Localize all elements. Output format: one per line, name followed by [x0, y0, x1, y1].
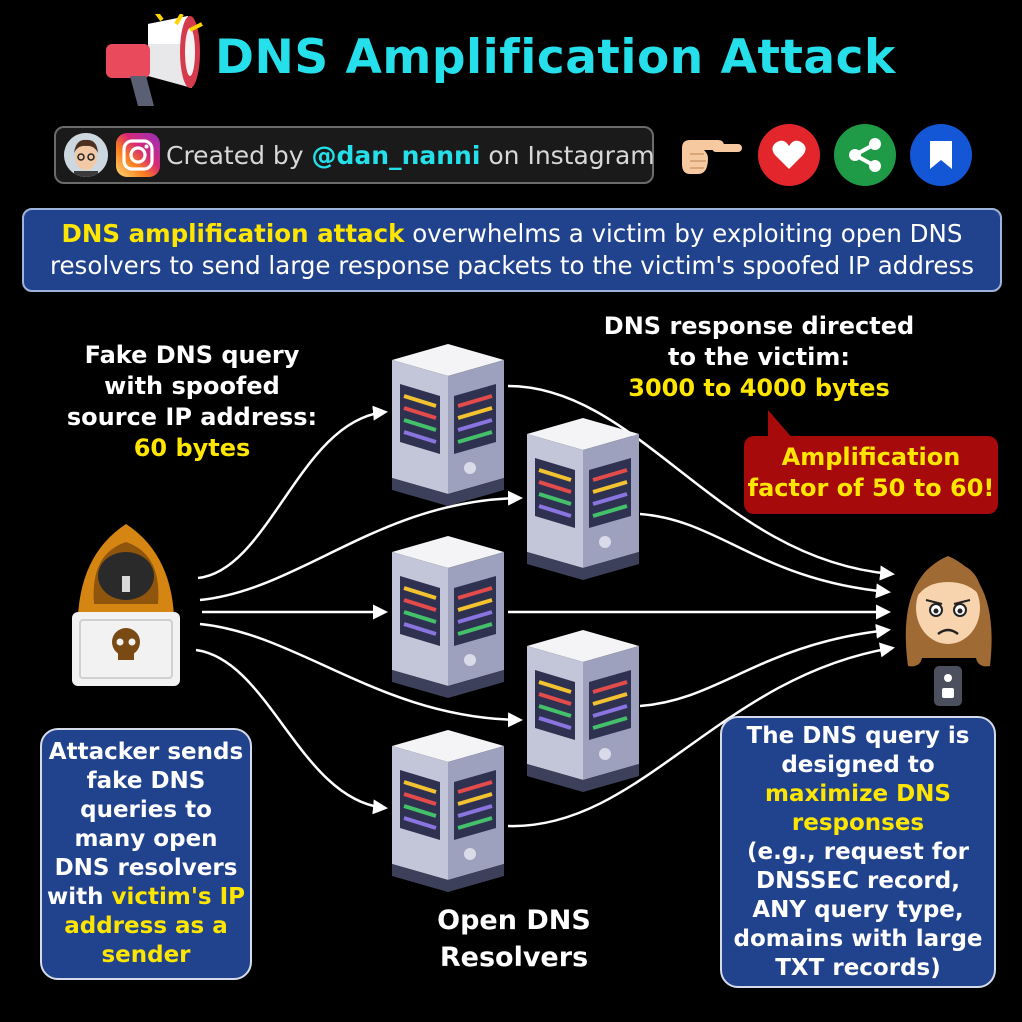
response-arrow-1 [507, 384, 895, 581]
response-size: 3000 to 4000 bytes [628, 374, 890, 402]
pointing-hand-icon [682, 140, 742, 174]
resolvers-label: Open DNS Resolvers [408, 902, 620, 976]
query-note-line-4: responses [791, 810, 925, 836]
credit-handle[interactable]: @dan_nanni [311, 140, 481, 170]
attacker-note-line-3: queries to [80, 797, 212, 823]
response-label-line-1: DNS response directed [603, 312, 915, 340]
attacker-note-line-4: many open [74, 826, 218, 852]
attacker-note-line-6a: with [46, 884, 112, 910]
page-title: DNS Amplification Attack [215, 30, 896, 85]
amplification-line-1: Amplification [781, 443, 961, 471]
attacker-note: Attacker sends fake DNS queries to many … [40, 728, 252, 980]
intro-box: DNS amplification attack overwhelms a vi… [22, 208, 1002, 292]
query-arrow-1 [197, 405, 388, 580]
attacker-note-line-2: fake DNS [86, 768, 206, 794]
intro-line-1: DNS amplification attack overwhelms a vi… [24, 218, 1000, 250]
query-arrow-4 [199, 622, 523, 728]
response-arrow-2 [639, 512, 891, 599]
attacker-note-line-7: address as a [64, 913, 228, 939]
query-arrow-5 [195, 648, 388, 815]
attacker-note-line-8: sender [101, 942, 191, 968]
dns-resolver-server-5 [392, 730, 504, 892]
credit-suffix: on Instagram [480, 140, 655, 170]
heart-button[interactable] [758, 124, 820, 186]
share-button[interactable] [834, 124, 896, 186]
attacker-note-line-1: Attacker sends [48, 739, 244, 765]
dns-resolver-server-4 [527, 630, 639, 792]
response-arrow-4 [639, 623, 891, 708]
query-note-line-5: (e.g., request for [746, 839, 969, 865]
query-label: Fake DNS query with spoofed source IP ad… [64, 340, 320, 464]
hacker-icon [72, 524, 180, 686]
instagram-icon [116, 133, 160, 177]
response-label: DNS response directed to the victim: 300… [596, 311, 922, 404]
response-arrow-5 [507, 642, 895, 828]
credit-text: Created by @dan_nanni on Instagram [166, 141, 655, 170]
attacker-note-line-6: with victim's IP [42, 883, 250, 912]
response-label-line-2: to the victim: [668, 343, 850, 371]
bookmark-button[interactable] [910, 124, 972, 186]
query-design-note: The DNS query is designed to maximize DN… [720, 716, 996, 988]
amplification-callout: Amplification factor of 50 to 60! [744, 436, 998, 514]
query-note-line-3: maximize DNS [765, 781, 951, 807]
resolvers-label-line-2: Resolvers [439, 942, 589, 973]
query-note-line-7: ANY query type, [752, 897, 964, 923]
dns-resolver-server-1 [392, 344, 504, 506]
heart-icon [772, 140, 806, 169]
query-arrow-2 [199, 490, 523, 602]
query-note-line-8: domains with large [733, 926, 983, 952]
dns-resolver-server-3 [392, 536, 504, 698]
intro-highlight: DNS amplification attack [61, 219, 405, 248]
amplification-callout-tail [768, 410, 794, 440]
victim-icon [905, 556, 992, 706]
query-note-line-9: TXT records) [775, 955, 941, 981]
query-note-line-2: designed to [781, 752, 935, 778]
intro-text-1: overwhelms a victim by exploiting open D… [404, 219, 963, 248]
credit-prefix: Created by [166, 140, 312, 170]
dns-resolver-server-2 [527, 418, 639, 580]
intro-line-2: resolvers to send large response packets… [49, 251, 975, 280]
query-size: 60 bytes [133, 434, 251, 462]
amplification-line-2: factor of 50 to 60! [747, 474, 995, 502]
query-label-line-3: source IP address: [66, 403, 318, 431]
bookmark-icon [930, 141, 952, 169]
credit-bar[interactable]: Created by @dan_nanni on Instagram [54, 126, 655, 184]
resolvers-label-line-1: Open DNS [437, 905, 591, 936]
query-label-line-2: with spoofed [104, 372, 280, 400]
attacker-note-line-5: DNS resolvers [54, 855, 238, 881]
megaphone-icon [106, 14, 203, 106]
query-label-line-1: Fake DNS query [84, 341, 300, 369]
share-icon [849, 138, 881, 172]
avatar [64, 133, 108, 177]
query-note-line-6: DNSSEC record, [756, 868, 960, 894]
query-note-line-1: The DNS query is [746, 723, 970, 749]
attacker-note-line-6b: victim's IP [111, 884, 246, 910]
